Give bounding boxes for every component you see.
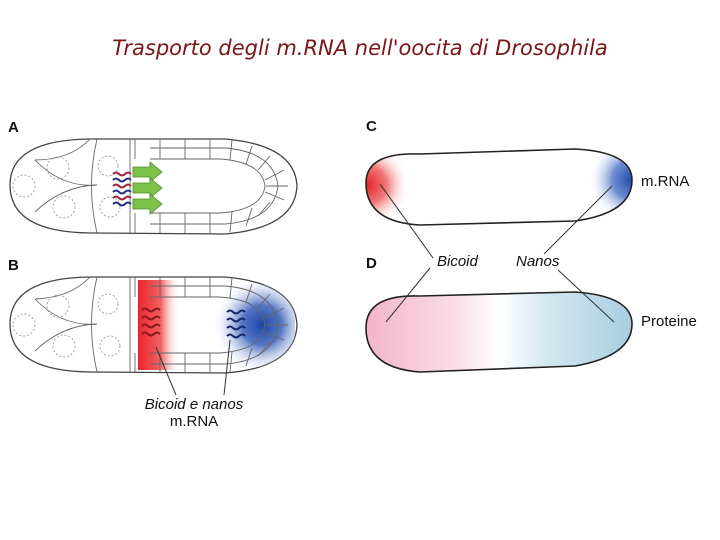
panel-b-leader-lines: [155, 339, 231, 396]
panel-c: C m.RNA: [365, 118, 689, 226]
caption-mrna: m.RNA: [170, 413, 218, 430]
embryo-c: [365, 148, 633, 226]
embryo-d: [365, 291, 633, 373]
bicoid-mrna-strands: [141, 307, 161, 337]
oocyte-b: [9, 276, 298, 374]
callout-lines: [379, 183, 615, 323]
panel-b: B: [8, 257, 298, 430]
protein-gradient: [365, 291, 633, 373]
label-mrna: m.RNA: [641, 173, 689, 190]
panel-d: D Proteine: [365, 255, 697, 373]
panel-c-letter: C: [366, 118, 377, 135]
panel-a: A: [8, 119, 298, 235]
slide-title: Trasporto degli m.RNA nell'oocita di Dro…: [112, 36, 608, 60]
panel-a-letter: A: [8, 119, 19, 136]
nanos-mrna-strands: [226, 309, 246, 339]
oocyte-a: [9, 138, 298, 235]
caption-bicoid-nanos: Bicoid e nanos: [145, 396, 244, 413]
bicoid-mrna-gradient: [366, 149, 432, 225]
panel-d-letter: D: [366, 255, 377, 272]
callout-nanos: Nanos: [516, 253, 560, 270]
callout-bicoid: Bicoid: [437, 253, 479, 270]
transport-arrows: [132, 161, 163, 215]
panel-b-letter: B: [8, 257, 19, 274]
mrna-strands-a: [112, 171, 132, 207]
label-proteine: Proteine: [641, 313, 697, 330]
